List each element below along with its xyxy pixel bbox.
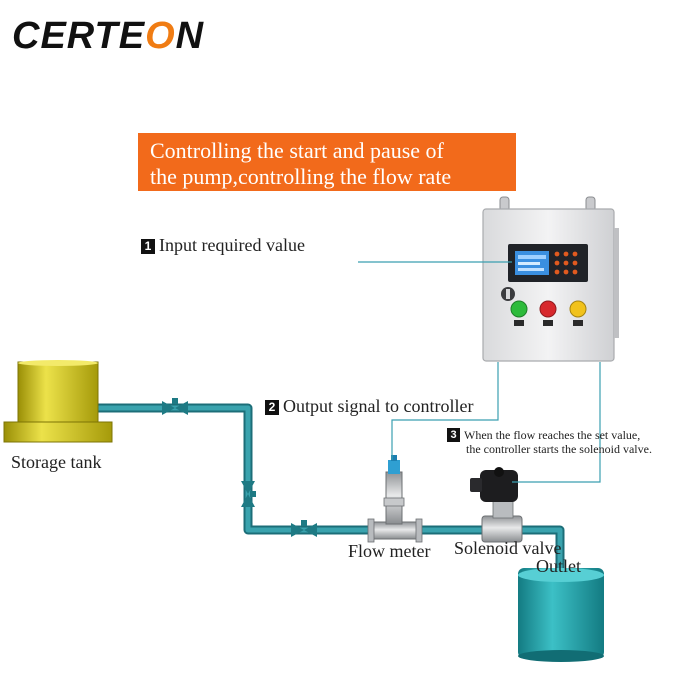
logo-text-suffix: N [175, 15, 205, 57]
flow-meter-icon [367, 455, 423, 543]
title-banner: Controlling the start and pause of the p… [138, 133, 516, 191]
step-number-badge: 2 [265, 400, 279, 415]
step-2-text: Output signal to controller [283, 396, 474, 416]
step-number-badge: 3 [447, 428, 460, 442]
step-3-text-line-1: When the flow reaches the set value, [464, 428, 641, 442]
ball-valve-icon [241, 481, 256, 507]
step-2-label: 2 Output signal to controller [265, 396, 473, 417]
ball-valve-icon [291, 520, 317, 537]
storage-tank-label: Storage tank [11, 452, 102, 472]
step-1-text: Input required value [159, 235, 305, 255]
outlet-tank-icon [518, 568, 604, 662]
outlet-label: Outlet [536, 556, 581, 576]
solenoid-valve-label: Solenoid valve [454, 538, 562, 558]
flow-meter-label: Flow meter [348, 541, 431, 561]
step-3-text-line-2: the controller starts the solenoid valve… [466, 442, 652, 456]
green-button-icon [510, 300, 528, 318]
signal-lines [358, 261, 601, 483]
step-1-label: 1 Input required value [141, 235, 305, 256]
step-number-badge: 1 [141, 239, 155, 254]
banner-line-2: the pump,controlling the flow rate [150, 164, 452, 189]
logo-text-prefix: CERTE [12, 15, 146, 57]
brand-logo: CERTEON [12, 14, 204, 58]
yellow-button-icon [569, 300, 587, 318]
solenoid-valve-icon [470, 467, 523, 543]
controller-cabinet [482, 196, 619, 362]
storage-tank-icon [3, 360, 113, 443]
ball-valve-icon [162, 398, 188, 415]
pipe-network [93, 403, 565, 575]
step-3-label: 3 When the flow reaches the set value,the… [447, 428, 652, 456]
banner-line-1: Controlling the start and pause of [150, 138, 444, 163]
logo-text-accent: O [145, 15, 176, 57]
red-button-icon [539, 300, 557, 318]
